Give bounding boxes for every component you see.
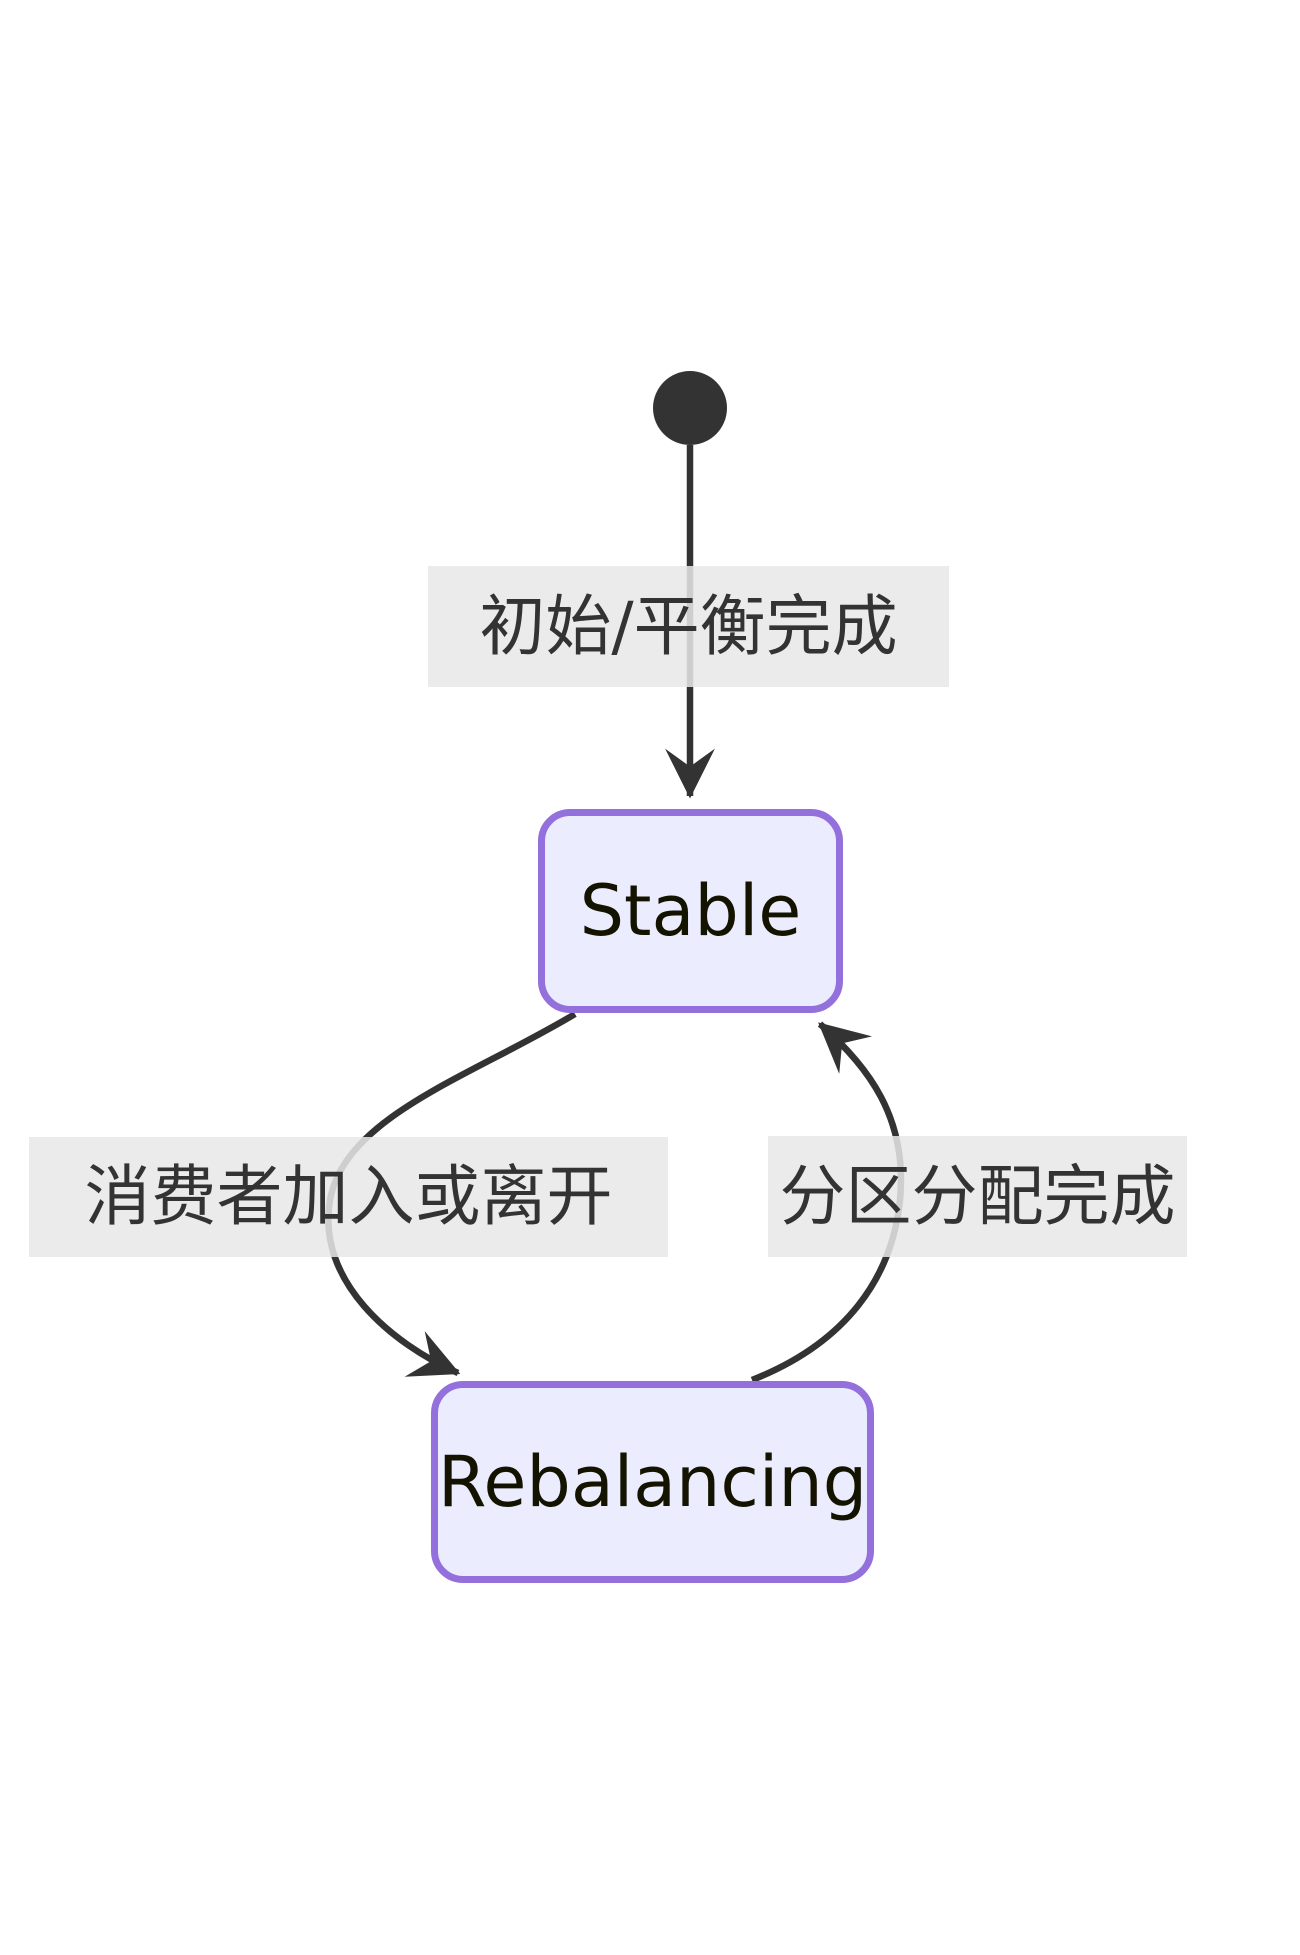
- state-node-rebalancing: Rebalancing: [431, 1381, 874, 1583]
- state-node-stable: Stable: [538, 809, 843, 1013]
- edge-label-partition-assignment-complete: 分区分配完成: [768, 1136, 1187, 1257]
- state-node-stable-label: Stable: [579, 870, 802, 952]
- initial-state-dot: [653, 371, 727, 445]
- state-node-rebalancing-label: Rebalancing: [437, 1441, 868, 1523]
- edge-label-initial-balance-complete: 初始/平衡完成: [428, 566, 949, 687]
- edge-label-consumer-join-or-leave: 消费者加入或离开: [29, 1137, 668, 1257]
